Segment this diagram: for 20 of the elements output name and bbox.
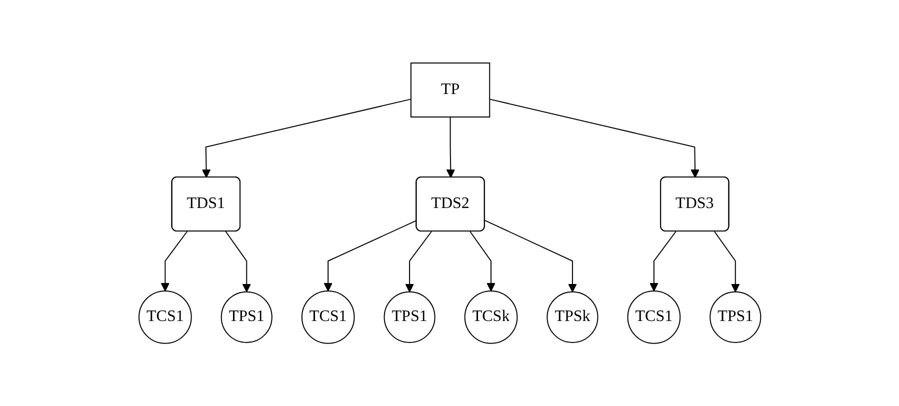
- node-circle: TPS1: [709, 291, 761, 343]
- node-circle: TCS1: [138, 290, 192, 344]
- node-circle: TCS1: [626, 290, 680, 344]
- arrow: [469, 230, 496, 292]
- node-circle: TCS1: [301, 290, 354, 344]
- arrow: [404, 230, 432, 292]
- arrow: [488, 98, 700, 178]
- arrow: [202, 98, 412, 178]
- node-circle: TPS1: [383, 291, 435, 343]
- arrow: [323, 220, 417, 292]
- node-box: TP: [410, 62, 490, 118]
- arrow: [649, 230, 676, 292]
- node-circle: TPS1: [220, 291, 272, 343]
- arrow: [224, 230, 251, 292]
- arrow: [160, 230, 188, 292]
- arrow: [714, 230, 740, 292]
- node-circle: TCSk: [464, 290, 518, 344]
- arrow: [484, 220, 577, 292]
- node-circle: TPSk: [546, 291, 598, 343]
- arrow: [446, 116, 455, 178]
